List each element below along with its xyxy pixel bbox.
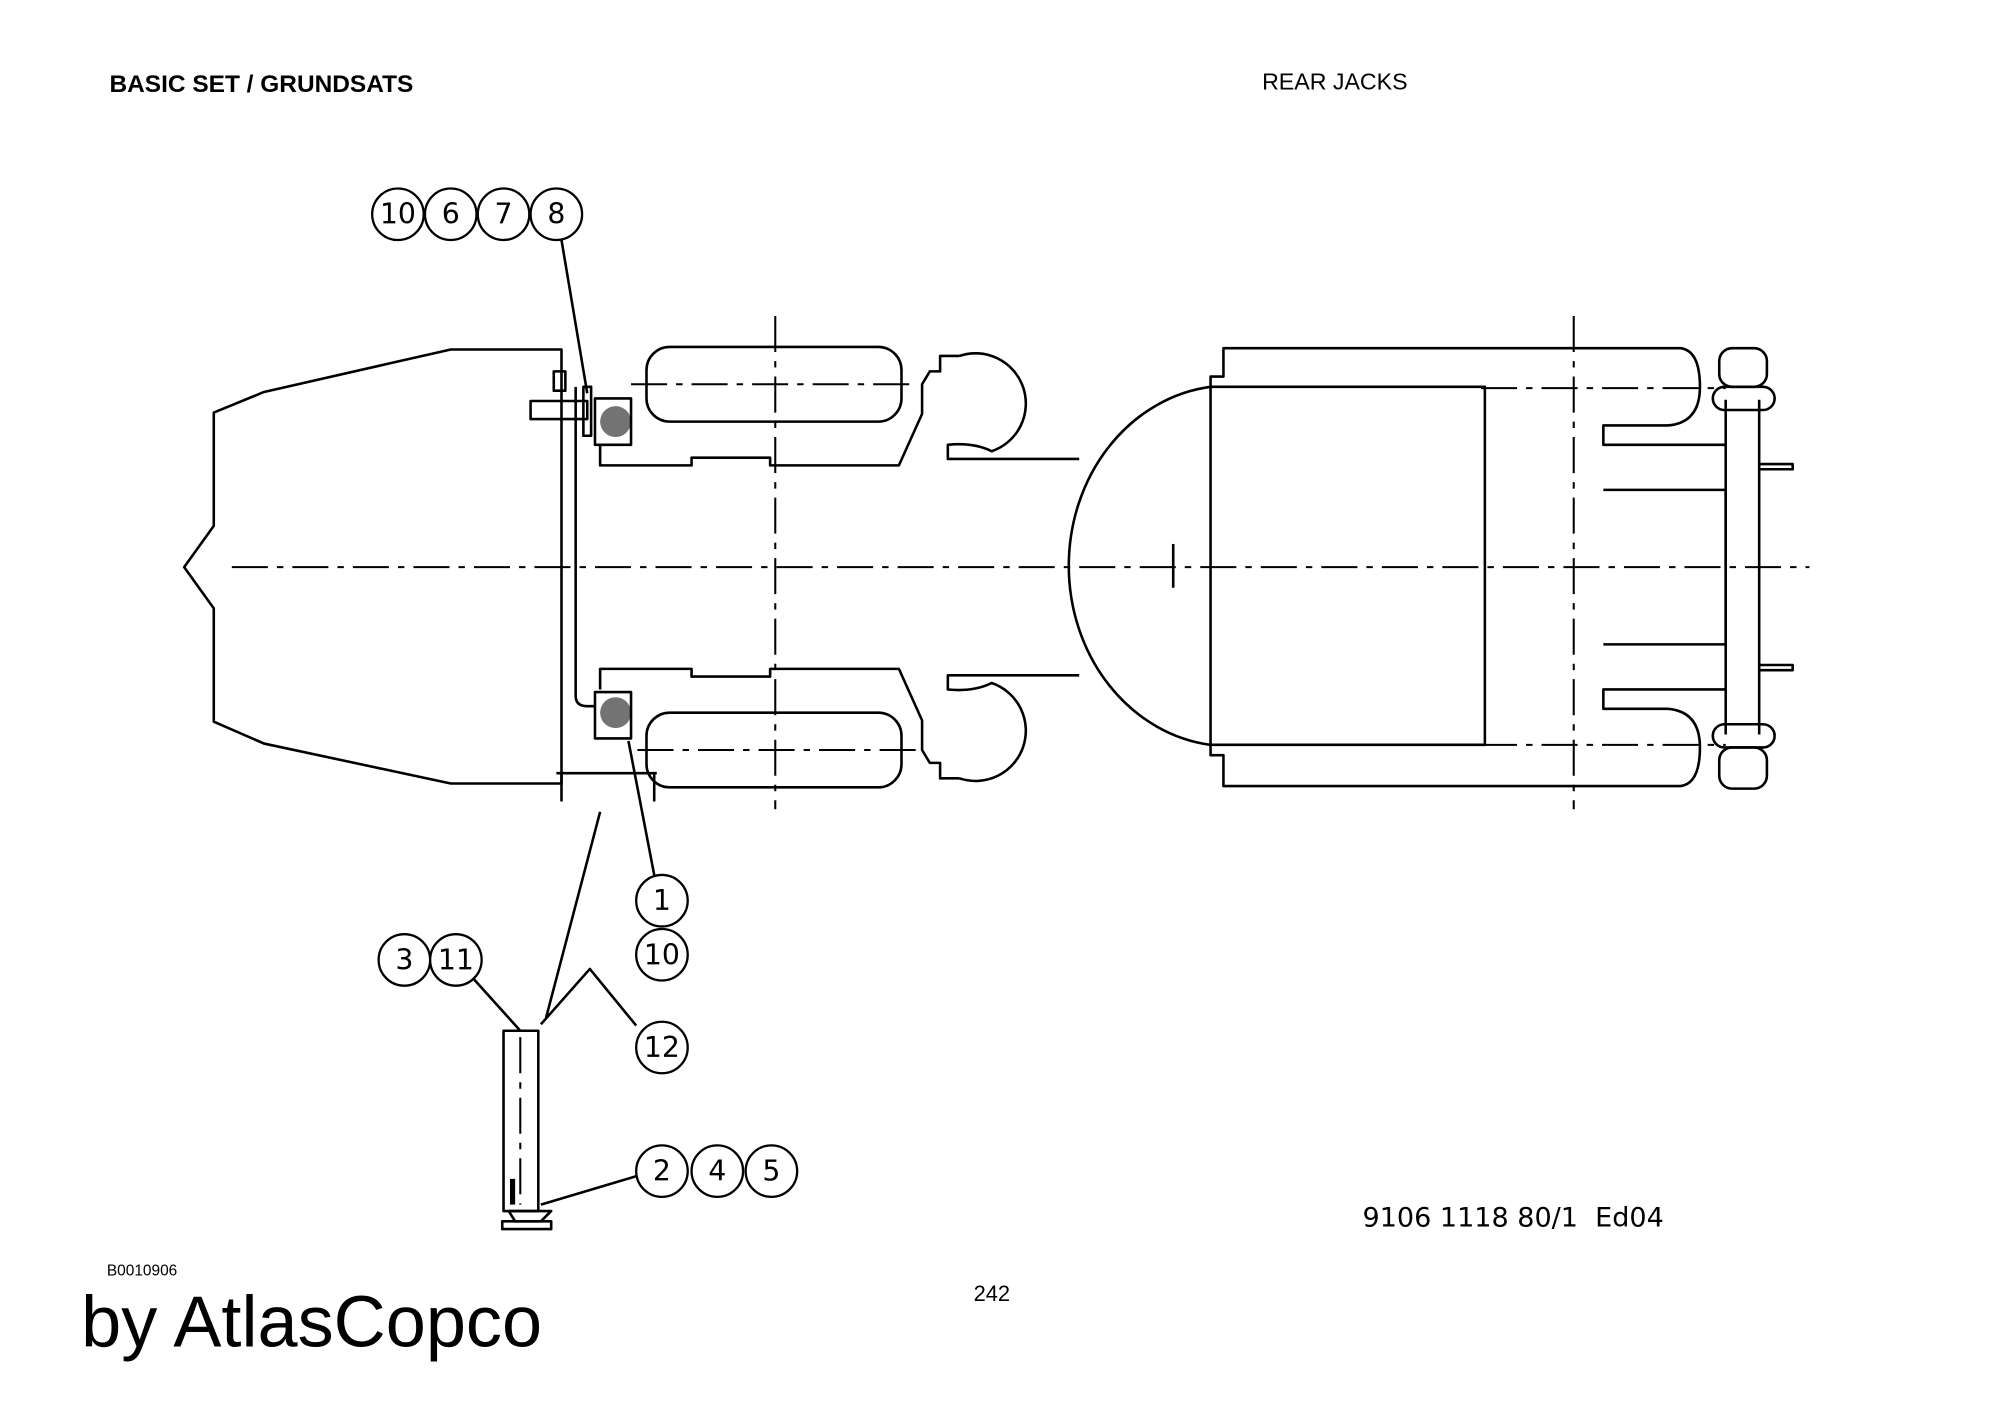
balloon-label: 5 <box>762 1155 780 1188</box>
balloon-group-top: 10 6 7 8 <box>371 187 584 242</box>
publisher-mark: by AtlasCopco <box>81 1282 542 1362</box>
page-number: 242 <box>974 1281 1010 1306</box>
balloon-single: 12 <box>635 1020 689 1075</box>
document-number: 9106 1118 80/1 Ed04 <box>1363 1202 1664 1233</box>
jack-detail <box>500 1029 553 1231</box>
balloon-label: 2 <box>653 1155 671 1188</box>
balloon-label: 12 <box>644 1031 680 1064</box>
balloon-label: 6 <box>442 198 460 231</box>
front-body <box>182 348 657 802</box>
front-wheels <box>598 345 1080 789</box>
balloon-label: 11 <box>438 943 474 976</box>
centerlines <box>231 315 1810 810</box>
balloon-group-left: 3 11 <box>377 932 483 987</box>
balloon-label: 10 <box>380 198 416 231</box>
balloon-label: 7 <box>495 198 513 231</box>
balloon-label: 1 <box>653 884 671 917</box>
balloon-label: 8 <box>547 198 565 231</box>
leader-lines <box>472 239 656 1206</box>
balloon-label: 10 <box>644 938 680 971</box>
drawing-title: REAR JACKS <box>1262 68 1408 94</box>
image-code: B0010906 <box>107 1262 177 1279</box>
balloon-group-bottom: 2 4 5 <box>635 1144 799 1199</box>
balloon-label: 3 <box>395 943 413 976</box>
balloon-label: 4 <box>708 1155 726 1188</box>
balloon-group-right: 1 10 <box>635 873 689 982</box>
section-title: BASIC SET / GRUNDSATS <box>109 71 413 98</box>
rear-body <box>1067 346 1794 790</box>
